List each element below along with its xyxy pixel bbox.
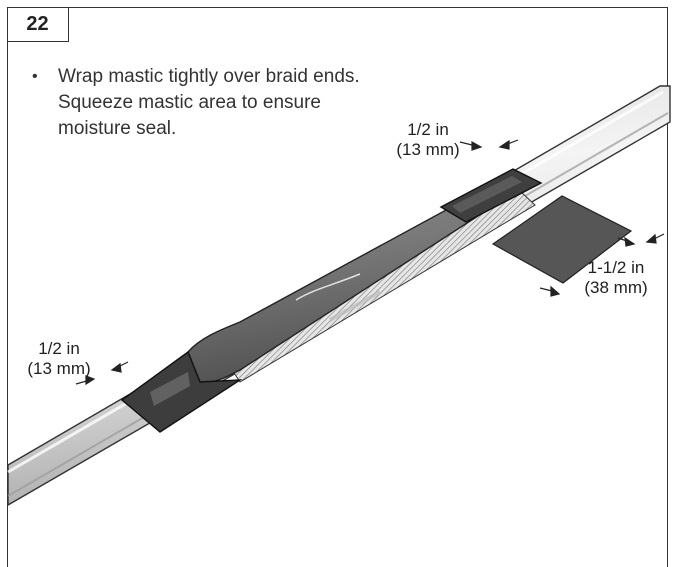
bullet-marker: • bbox=[32, 68, 38, 85]
mastic-patch bbox=[491, 195, 633, 284]
step-number: 22 bbox=[7, 7, 69, 42]
dimension-label-mastic: 1-1/2 in (38 mm) bbox=[568, 258, 664, 298]
dimension-left-imperial: 1/2 in bbox=[38, 339, 80, 358]
dimension-left-metric: (13 mm) bbox=[27, 359, 91, 378]
instruction-list: • Wrap mastic tightly over braid ends. S… bbox=[32, 64, 372, 142]
instruction-text: Wrap mastic tightly over braid ends. Squ… bbox=[58, 66, 360, 139]
step-frame bbox=[7, 7, 668, 567]
dimension-arrows bbox=[75, 139, 665, 386]
dimension-label-left: 1/2 in (13 mm) bbox=[14, 339, 104, 379]
dimension-label-top: 1/2 in (13 mm) bbox=[383, 120, 473, 160]
left-mastic-wrap bbox=[120, 350, 243, 433]
dimension-mastic-metric: (38 mm) bbox=[584, 278, 648, 297]
dimension-top-metric: (13 mm) bbox=[396, 140, 460, 159]
braid-section bbox=[222, 190, 536, 383]
dimension-mastic-imperial: 1-1/2 in bbox=[587, 258, 645, 277]
dimension-top-imperial: 1/2 in bbox=[407, 120, 449, 139]
